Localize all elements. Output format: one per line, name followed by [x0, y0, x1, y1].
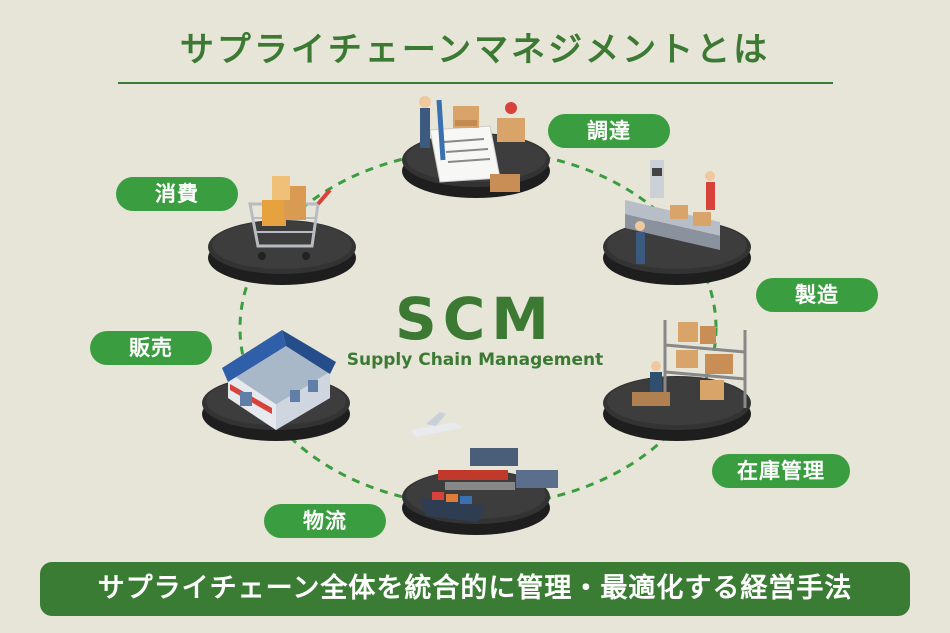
stage-label-sales: 販売 [90, 331, 212, 365]
stage-label-consumption: 消費 [116, 177, 238, 211]
title-underline [118, 82, 833, 84]
stage-label-inventory: 在庫管理 [712, 454, 850, 488]
procurement-illustration [419, 96, 525, 192]
consumption-illustration [248, 176, 332, 260]
logistics-illustration [410, 412, 558, 522]
scm-abbreviation: SCM [394, 285, 556, 353]
page-title: サプライチェーンマネジメントとは [179, 30, 771, 70]
consumption-platform [208, 220, 356, 285]
inventory-platform [603, 376, 751, 441]
manufacturing-illustration [625, 160, 720, 264]
sales-illustration [222, 330, 336, 430]
stage-label-procurement: 調達 [548, 114, 670, 148]
stage-label-logistics: 物流 [264, 504, 386, 538]
inventory-illustration [632, 320, 747, 408]
stage-label-manufacturing: 製造 [756, 278, 878, 312]
summary-banner: サプライチェーン全体を統合的に管理・最適化する経営手法 [40, 562, 910, 616]
scm-full-name: Supply Chain Management [346, 350, 604, 370]
